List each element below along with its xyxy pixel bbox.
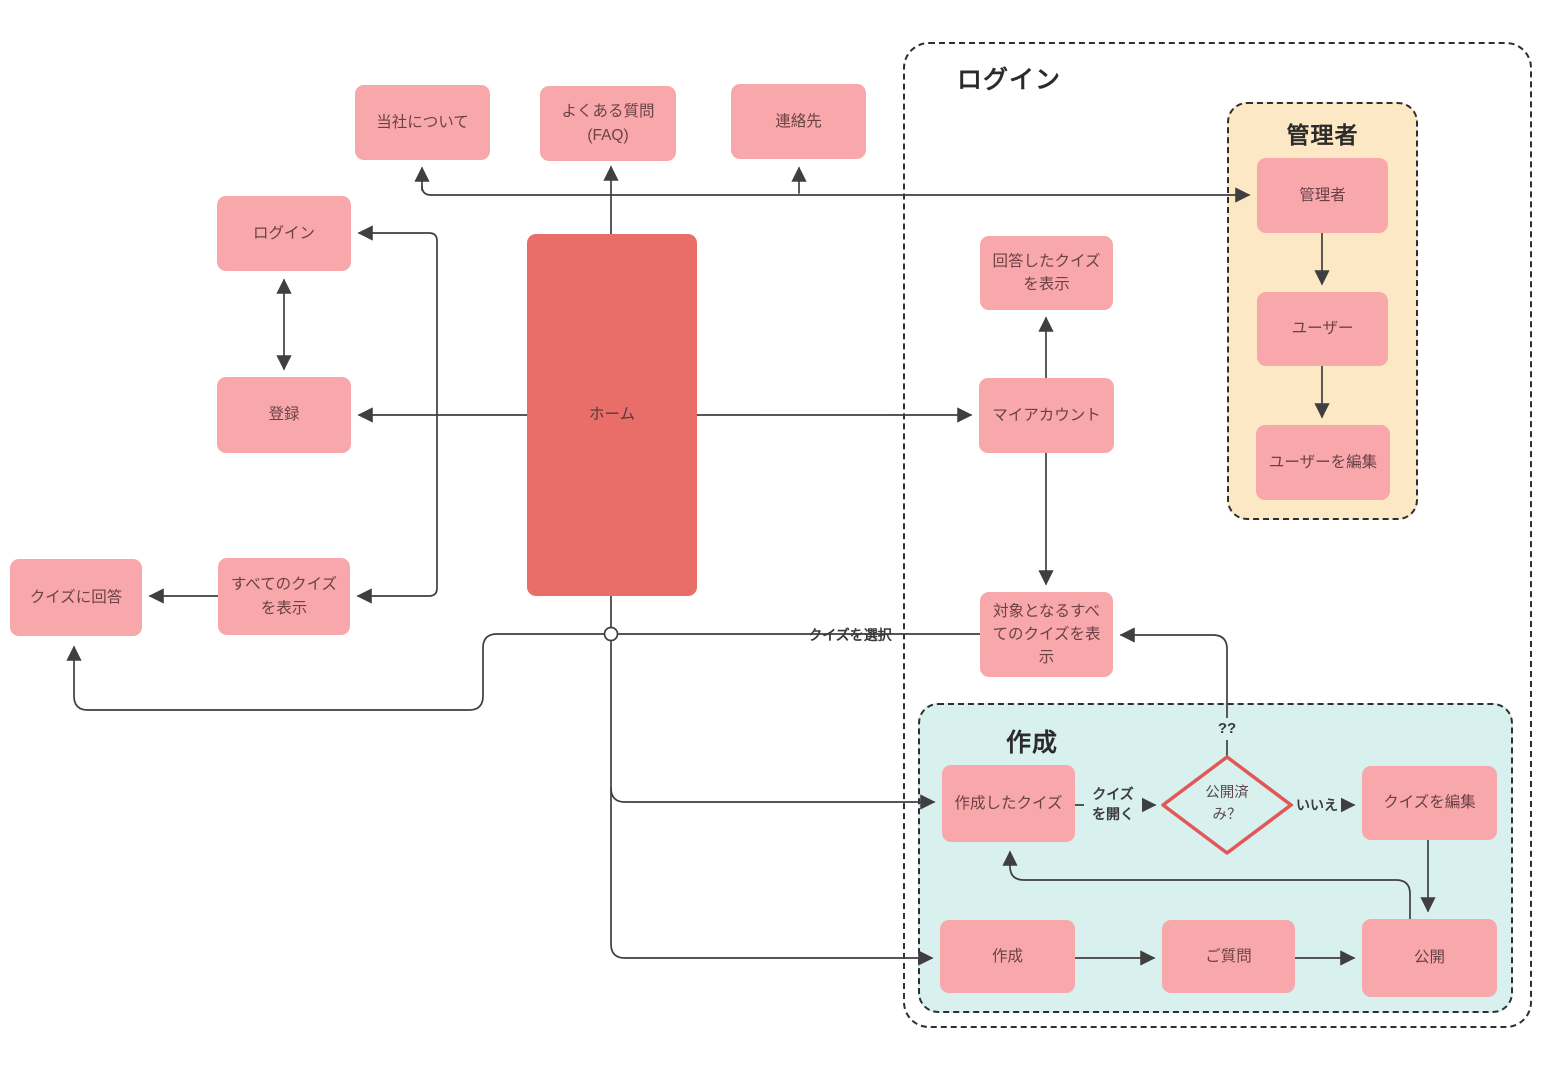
edge-eligible-select-answer [66, 633, 981, 711]
edge-publish-created-feedback [1002, 850, 1411, 920]
node-register-label: 登録 [268, 406, 300, 424]
edge-branch-login [357, 225, 438, 416]
edge-home-createdquizzes [610, 787, 936, 810]
node-questions-label: ご質問 [1205, 947, 1252, 965]
create-group-label: 作成 [1006, 729, 1059, 757]
node-answered-quizzes[interactable]: 回答したクイズ を表示 [980, 236, 1113, 310]
node-my-account-label: マイアカウント [992, 406, 1101, 424]
node-admin[interactable]: 管理者 [1257, 158, 1388, 233]
published-decision-text: 公開済 み？ [1205, 785, 1249, 823]
login-group-label: ログイン [957, 66, 1062, 94]
node-edit-quiz-label: クイズを編集 [1383, 794, 1476, 812]
node-questions[interactable]: ご質問 [1162, 920, 1295, 993]
edge-top-horizontal-to-admin [421, 185, 1251, 203]
node-answer-quiz[interactable]: クイズに回答 [10, 559, 142, 636]
node-published-decision-label[interactable]: 公開済 み？ [1177, 775, 1277, 835]
edge-home-create [610, 595, 934, 966]
node-register[interactable]: 登録 [217, 377, 351, 453]
diamond-published-shape[interactable] [1161, 755, 1293, 855]
node-created-quizzes[interactable]: 作成したクイズ [942, 765, 1075, 842]
node-edit-user-label: ユーザーを編集 [1268, 453, 1378, 471]
edge-diamond-eligible [1119, 627, 1228, 758]
line-hop [603, 626, 619, 642]
node-all-quizzes[interactable]: すべてのクイズ を表示 [218, 558, 350, 635]
node-admin-label: 管理者 [1299, 186, 1346, 204]
node-publish-label: 公開 [1413, 949, 1445, 967]
edge-label-no: いいえ [1293, 795, 1341, 816]
node-contact[interactable]: 連絡先 [731, 84, 866, 159]
node-user[interactable]: ユーザー [1257, 292, 1388, 366]
node-publish[interactable]: 公開 [1362, 919, 1497, 997]
node-faq-label: よくある質問 (FAQ) [561, 103, 655, 144]
node-created-quizzes-label: 作成したクイズ [954, 794, 1063, 812]
node-create[interactable]: 作成 [940, 920, 1075, 993]
node-create-label: 作成 [991, 947, 1023, 965]
edge-label-select-quiz: クイズを選択 [808, 627, 892, 643]
node-about[interactable]: 当社について [355, 85, 490, 160]
edge-label-open-quiz: クイズ を開く [1084, 784, 1142, 825]
node-about-label: 当社について [376, 113, 469, 131]
node-home[interactable]: ホーム [527, 234, 697, 596]
node-answered-quizzes-label: 回答したクイズ を表示 [992, 252, 1101, 293]
node-all-quizzes-label: すべてのクイズ を表示 [230, 576, 338, 617]
node-home-label: ホーム [588, 406, 636, 424]
node-contact-label: 連絡先 [775, 112, 822, 130]
node-login[interactable]: ログイン [217, 196, 351, 271]
node-eligible-quizzes[interactable]: 対象となるすべ てのクイズを表 示 [980, 592, 1113, 677]
node-faq[interactable]: よくある質問 (FAQ) [540, 86, 676, 161]
node-edit-quiz[interactable]: クイズを編集 [1362, 766, 1497, 840]
edge-branch-allquizzes [356, 414, 438, 604]
node-eligible-quizzes-label: 対象となるすべ てのクイズを表 示 [992, 602, 1101, 667]
node-login-label: ログイン [252, 224, 315, 242]
node-user-label: ユーザー [1291, 320, 1354, 338]
edge-label-unknown: ?? [1210, 718, 1244, 740]
node-answer-quiz-label: クイズに回答 [29, 588, 123, 606]
node-my-account[interactable]: マイアカウント [979, 378, 1114, 453]
admin-group-label: 管理者 [1286, 122, 1359, 148]
node-edit-user[interactable]: ユーザーを編集 [1256, 425, 1390, 500]
